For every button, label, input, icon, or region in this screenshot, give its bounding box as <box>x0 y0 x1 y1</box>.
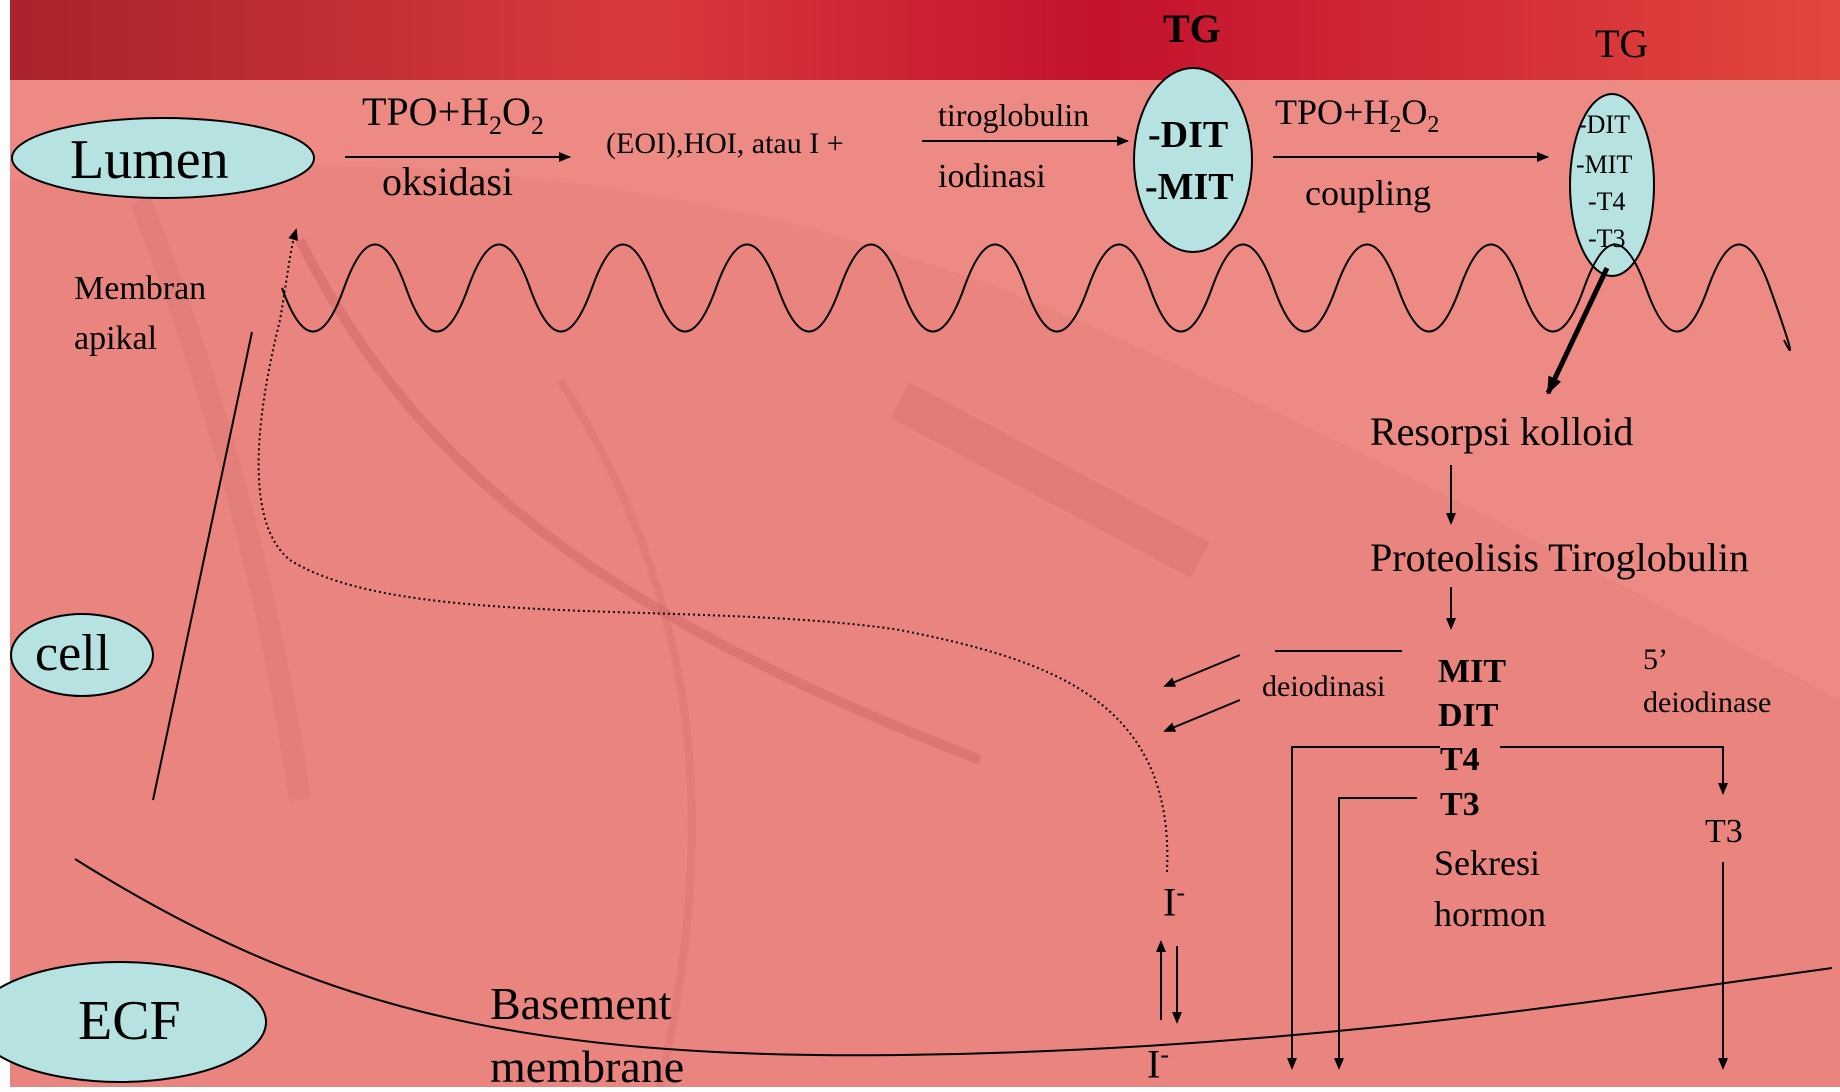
hormon-label: hormon <box>1434 896 1546 932</box>
resorpsi-label: Resorpsi kolloid <box>1370 412 1633 452</box>
coupling-label: coupling <box>1305 175 1431 211</box>
membrane-label: membrane <box>490 1044 684 1090</box>
iodide-top-label: I- <box>1163 880 1185 922</box>
apical-membrane-wave <box>282 245 1790 351</box>
tg-right-item-t3: -T3 <box>1588 226 1626 252</box>
arrow-t4-to-t3 <box>1500 747 1723 793</box>
deiodinasi-label: deiodinasi <box>1262 672 1385 702</box>
arrow-t4-secretion <box>1292 747 1440 1068</box>
dit-label: DIT <box>1438 699 1498 733</box>
proteolisis-label: Proteolisis Tiroglobulin <box>1370 538 1749 578</box>
tg-right-title: TG <box>1595 24 1648 64</box>
ecf-label: ECF <box>78 993 181 1049</box>
t4-label: T4 <box>1440 743 1480 777</box>
t3-right-label: T3 <box>1705 815 1743 849</box>
tg-right-item-dit: -DIT <box>1578 112 1630 138</box>
iodinasi-label: iodinasi <box>938 160 1046 194</box>
eoi-label: (EOI),HOI, atau I + <box>606 129 844 159</box>
lumen-label: Lumen <box>70 132 229 188</box>
tg-left-item-mit: -MIT <box>1145 168 1234 206</box>
iodide-bottom-label: I- <box>1147 1042 1169 1084</box>
iodide-transport-dotted-path <box>259 230 1168 872</box>
basement-label: Basement <box>490 981 671 1027</box>
oksidasi-label: oksidasi <box>382 162 513 202</box>
membran-label: Membran <box>74 272 206 306</box>
t3-label: T3 <box>1440 788 1480 822</box>
tg-left-title: TG <box>1163 9 1221 49</box>
sekresi-label: Sekresi <box>1434 845 1540 881</box>
cell-label: cell <box>35 628 110 680</box>
basement-membrane-curve <box>75 859 1832 1055</box>
tg-right-item-mit: -MIT <box>1576 152 1632 178</box>
arrow-deiodinasi-2 <box>1165 700 1240 731</box>
mit-label: MIT <box>1438 655 1506 689</box>
tg-left-node <box>1134 68 1252 252</box>
tg-left-item-dit: -DIT <box>1148 116 1228 154</box>
apikal-label: apikal <box>74 322 157 356</box>
five-prime-label: 5’ <box>1643 645 1668 675</box>
tiroglobulin-label: tiroglobulin <box>938 99 1089 131</box>
lateral-membrane-line <box>153 332 252 800</box>
tg-right-item-t4: -T4 <box>1588 189 1626 215</box>
tpo-h2o2-label-1: TPO+H2O2 <box>362 92 544 139</box>
tpo-h2o2-label-2: TPO+H2O2 <box>1275 94 1439 137</box>
arrow-deiodinasi-1 <box>1165 655 1240 686</box>
deiodinase-label: deiodinase <box>1643 688 1771 718</box>
